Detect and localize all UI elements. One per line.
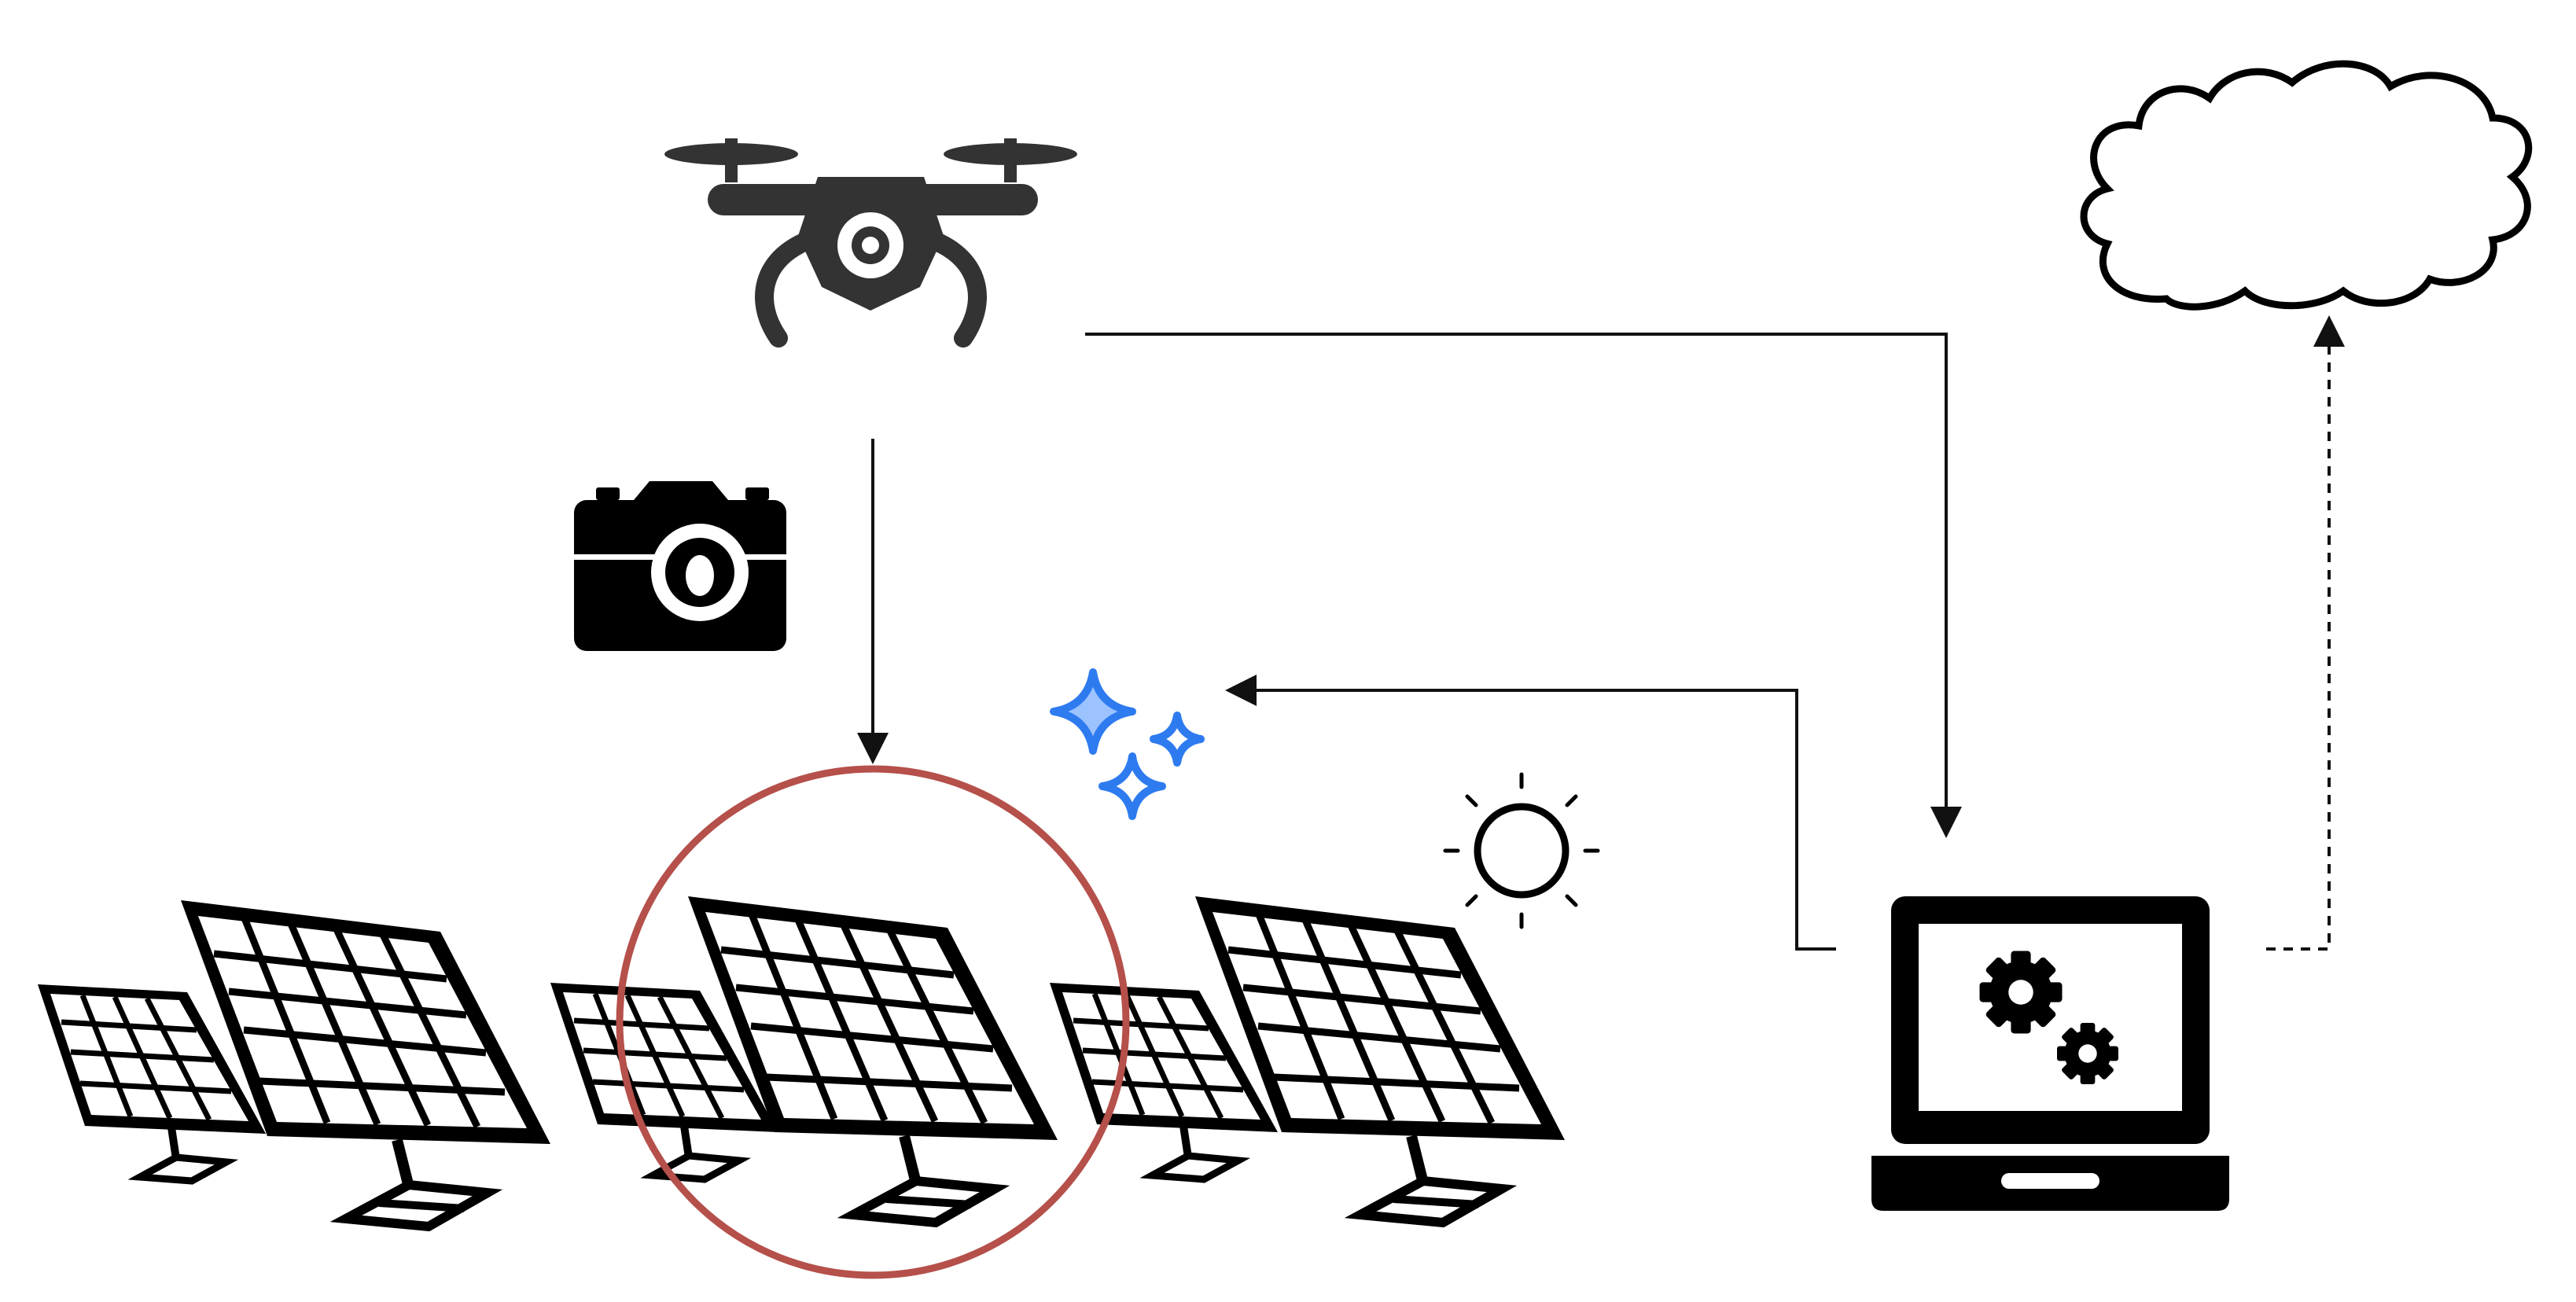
gear-icon (2057, 1023, 2118, 1084)
solar-panel-icon (181, 900, 550, 1227)
edge-drone-to-laptop (1085, 333, 1962, 838)
diagram-edges (857, 315, 2345, 951)
solar-panel-array (38, 896, 1565, 1227)
sparkles-icon (1050, 668, 1205, 820)
solar-panel-icon (688, 896, 1058, 1223)
inspected-panel-highlight (616, 765, 1130, 1279)
drone-icon (664, 138, 1077, 348)
laptop-gears-icon (1871, 896, 2229, 1211)
sun-icon (1443, 772, 1600, 929)
solar-panel-icon (1195, 896, 1565, 1223)
gear-icon (1979, 951, 2063, 1034)
edge-laptop-to-cleaning (1225, 675, 1836, 951)
camera-icon (574, 481, 786, 651)
cloud-icon (2080, 60, 2533, 311)
edge-laptop-to-cloud (2266, 315, 2345, 951)
